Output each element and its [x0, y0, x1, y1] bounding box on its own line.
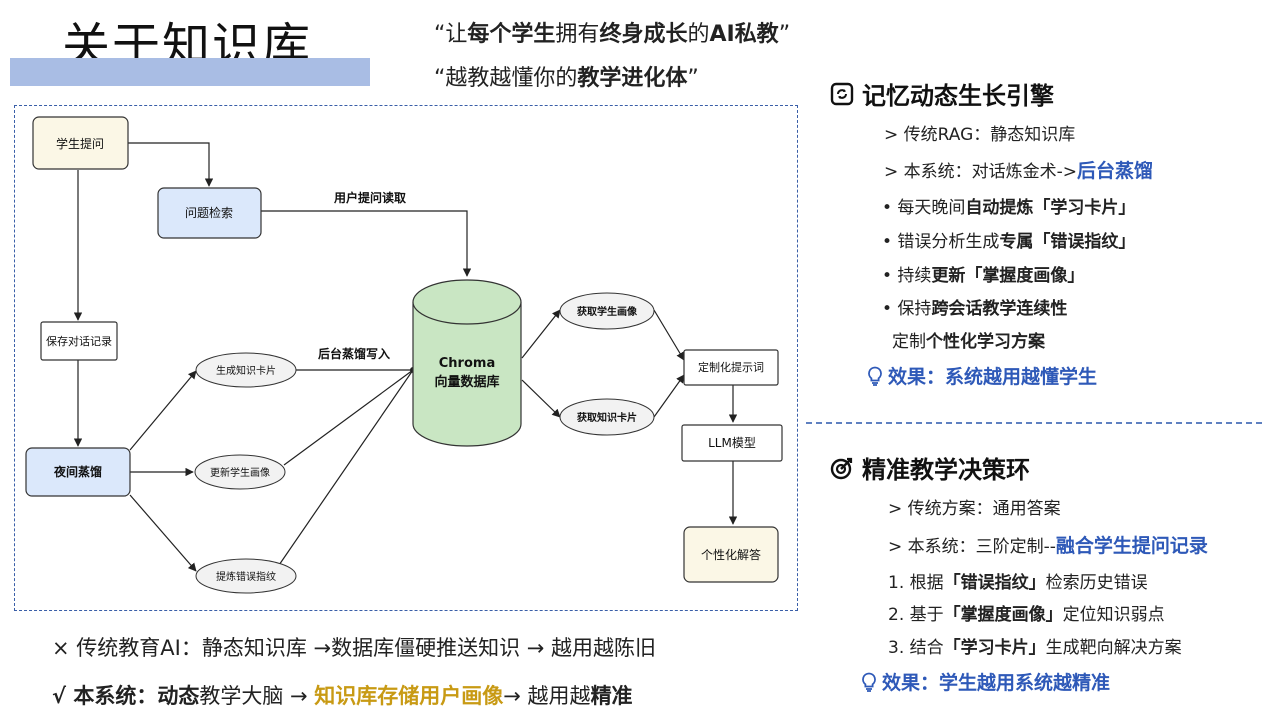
node-extract-fingerprint: 提炼错误指纹	[195, 558, 297, 594]
node-update-profile: 更新学生画像	[194, 454, 286, 490]
memory-bullet-3: • 持续更新「掌握度画像」	[882, 266, 1085, 286]
node-llm: LLM模型	[681, 424, 783, 462]
decision-step-1: 1. 根据「错误指纹」检索历史错误	[888, 573, 1148, 593]
decision-step-2: 2. 基于「掌握度画像」定位知识弱点	[888, 605, 1165, 625]
memory-bullet-5: 定制个性化学习方案	[892, 332, 1045, 352]
edge-fingerprint-to-db	[276, 369, 414, 569]
memory-engine-heading: 记忆动态生长引擎	[830, 76, 1054, 111]
edge-distill-to-fingerprint	[129, 494, 197, 572]
svg-text:获取知识卡片: 获取知识卡片	[576, 411, 637, 424]
svg-text:Chroma: Chroma	[439, 356, 495, 371]
svg-text:提炼错误指纹: 提炼错误指纹	[216, 570, 276, 583]
edge-getcard-to-prompt	[653, 374, 685, 418]
edge-db-to-getcard	[521, 379, 561, 418]
node-gen-card: 生成知识卡片	[195, 352, 297, 388]
memory-bullet-2: • 错误分析生成专属「错误指纹」	[882, 232, 1136, 252]
edge-db-to-getprofile	[521, 309, 561, 359]
decision-step-3: 3. 结合「学习卡片」生成靶向解决方案	[888, 638, 1182, 658]
node-question-retrieve: 问题检索	[157, 187, 262, 239]
decision-effect: 效果：学生越用系统越精准	[860, 668, 1110, 695]
decision-loop-heading: 精准教学决策环	[830, 450, 1030, 485]
svg-text:生成知识卡片: 生成知识卡片	[216, 364, 276, 377]
edge-retrieve-to-db	[261, 210, 472, 277]
slogan-line-2: “越教越懂你的教学进化体”	[434, 66, 699, 91]
comparison-system: √ 本系统：动态教学大脑 → 知识库存储用户画像→ 越用越精准	[52, 684, 633, 708]
node-night-distill: 夜间蒸馏	[25, 447, 131, 497]
svg-text:个性化解答: 个性化解答	[701, 547, 761, 562]
node-save-dialog: 保存对话记录	[40, 321, 118, 361]
decision-line-system: > 本系统：三阶定制--融合学生提问记录	[888, 535, 1208, 557]
memory-bullet-1: • 每天晚间自动提炼「学习卡片」	[882, 198, 1136, 218]
lightbulb-icon	[868, 366, 882, 386]
decision-line-traditional: > 传统方案：通用答案	[888, 499, 1061, 519]
comparison-traditional: × 传统教育AI：静态知识库 →数据库僵硬推送知识 → 越用越陈旧	[52, 636, 657, 660]
edge-distill-to-card	[129, 370, 197, 451]
node-get-profile: 获取学生画像	[559, 292, 655, 330]
edge-ask-to-retrieve	[128, 142, 214, 187]
svg-text:LLM模型: LLM模型	[708, 436, 756, 450]
section-divider	[806, 422, 1262, 424]
edge-label-read: 用户提问读取	[333, 190, 406, 205]
svg-text:获取学生画像: 获取学生画像	[576, 305, 638, 318]
svg-text:更新学生画像: 更新学生画像	[210, 466, 270, 479]
knowledge-flow-diagram: 用户提问读取 后台蒸馏写入 学生提问 问题检索 保存对话记录 夜间蒸馏 生成知识…	[25, 116, 783, 594]
edge-profile-to-db	[283, 369, 414, 466]
memory-bullet-4: • 保持跨会话教学连续性	[882, 299, 1068, 319]
edge-getprofile-to-prompt	[653, 309, 685, 361]
edge-label-write: 后台蒸馏写入	[318, 346, 390, 361]
node-custom-prompt: 定制化提示词	[683, 349, 779, 386]
svg-text:问题检索: 问题检索	[185, 205, 233, 220]
cycle-icon	[830, 82, 854, 105]
title-underline-bar	[10, 58, 370, 86]
diagram-frame	[14, 105, 798, 611]
memory-effect: 效果：系统越用越懂学生	[866, 362, 1097, 389]
lightbulb-icon	[862, 672, 876, 692]
svg-text:定制化提示词: 定制化提示词	[698, 360, 764, 374]
svg-text:向量数据库: 向量数据库	[434, 374, 499, 390]
slogan-line-1: “让每个学生拥有终身成长的AI私教”	[434, 22, 791, 47]
node-get-card: 获取知识卡片	[559, 398, 655, 436]
target-icon	[830, 457, 853, 479]
node-student-ask: 学生提问	[32, 116, 129, 170]
svg-text:夜间蒸馏: 夜间蒸馏	[53, 464, 102, 479]
svg-text:学生提问: 学生提问	[56, 136, 104, 151]
node-chroma-db: Chroma 向量数据库	[412, 279, 522, 447]
memory-line-system: > 本系统：对话炼金术->后台蒸馏	[884, 160, 1154, 182]
svg-text:保存对话记录: 保存对话记录	[46, 334, 112, 348]
node-personal-answer: 个性化解答	[683, 526, 779, 583]
memory-line-traditional: > 传统RAG：静态知识库	[884, 125, 1076, 145]
